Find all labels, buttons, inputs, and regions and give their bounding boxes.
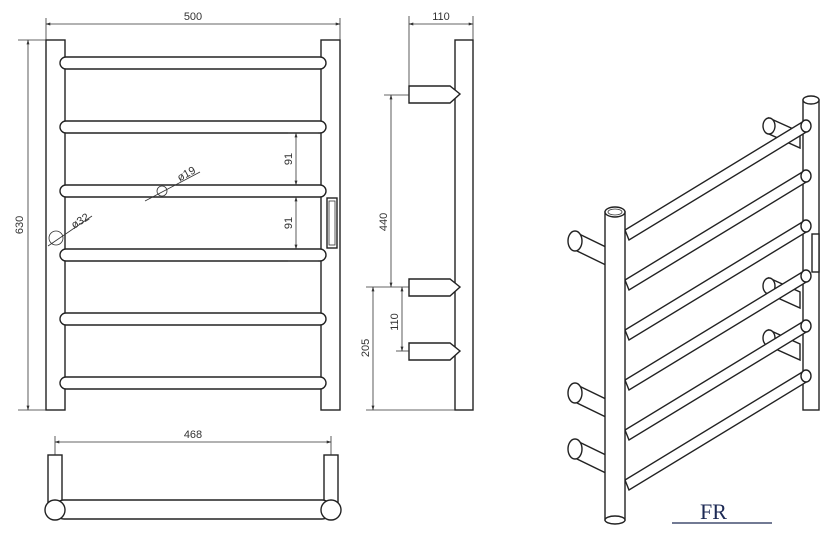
iso-bar-end bbox=[800, 219, 812, 233]
bar bbox=[59, 120, 327, 134]
switch-inner bbox=[328, 200, 336, 246]
logo-text: FR bbox=[700, 499, 727, 524]
front-view: 500 630 ø32 ø19 91 91 bbox=[14, 11, 341, 411]
pipe-leader bbox=[47, 215, 93, 247]
bar bbox=[59, 376, 327, 390]
iso-bar bbox=[624, 119, 809, 242]
top-view: 468 bbox=[44, 429, 342, 521]
mount-span-label: 440 bbox=[378, 213, 390, 231]
iso-bar-end bbox=[800, 269, 812, 283]
bracket-top bbox=[408, 85, 462, 104]
bar bbox=[59, 312, 327, 326]
iso-left-post bbox=[604, 211, 626, 521]
left-post bbox=[45, 39, 66, 411]
iso-bars bbox=[624, 119, 812, 492]
switch bbox=[326, 197, 338, 249]
iso-bracket-end bbox=[567, 382, 583, 404]
iso-bar bbox=[624, 269, 809, 392]
bar bbox=[59, 184, 327, 198]
iso-bar-end bbox=[800, 369, 812, 383]
iso-bracket-end bbox=[567, 230, 583, 252]
iso-right-post-cap bbox=[802, 95, 820, 105]
depth-label: 110 bbox=[432, 11, 450, 23]
mount-spacing-label: 110 bbox=[389, 313, 401, 331]
bar-leader bbox=[144, 171, 201, 202]
spacing-lower-label: 91 bbox=[283, 217, 295, 229]
width-label: 500 bbox=[184, 11, 202, 23]
bracket-bottom bbox=[408, 342, 462, 361]
iso-bar bbox=[624, 369, 809, 492]
iso-bar-end bbox=[800, 119, 812, 133]
isometric-view bbox=[567, 95, 820, 525]
iso-bar-end bbox=[800, 319, 812, 333]
brand-logo: FR bbox=[672, 499, 772, 524]
rail-length-label: 468 bbox=[184, 429, 202, 441]
bar bbox=[59, 248, 327, 262]
iso-bar bbox=[624, 219, 809, 342]
side-view: 110 440 110 205 bbox=[360, 11, 474, 411]
top-right-end bbox=[320, 499, 342, 521]
mount-bottom-label: 205 bbox=[360, 339, 372, 357]
iso-bracket-end bbox=[567, 438, 583, 460]
bar bbox=[59, 56, 327, 70]
top-rail bbox=[54, 499, 332, 520]
pipe-circle bbox=[48, 230, 64, 246]
iso-bracket-end bbox=[762, 117, 776, 135]
iso-bar-end bbox=[800, 169, 812, 183]
iso-left-post-base bbox=[604, 515, 626, 525]
top-left-end bbox=[44, 499, 66, 521]
bar-circle bbox=[156, 185, 168, 197]
bars bbox=[59, 56, 327, 390]
height-label: 630 bbox=[14, 216, 26, 234]
iso-switch bbox=[811, 233, 820, 273]
bracket-middle bbox=[408, 278, 462, 297]
pipe-diameter-label: ø32 bbox=[69, 211, 91, 231]
bar-diameter-label: ø19 bbox=[175, 165, 197, 185]
iso-bar bbox=[624, 169, 809, 292]
iso-left-post-cap-inner bbox=[607, 208, 623, 216]
iso-bar bbox=[624, 319, 809, 442]
spacing-upper-label: 91 bbox=[283, 153, 295, 165]
